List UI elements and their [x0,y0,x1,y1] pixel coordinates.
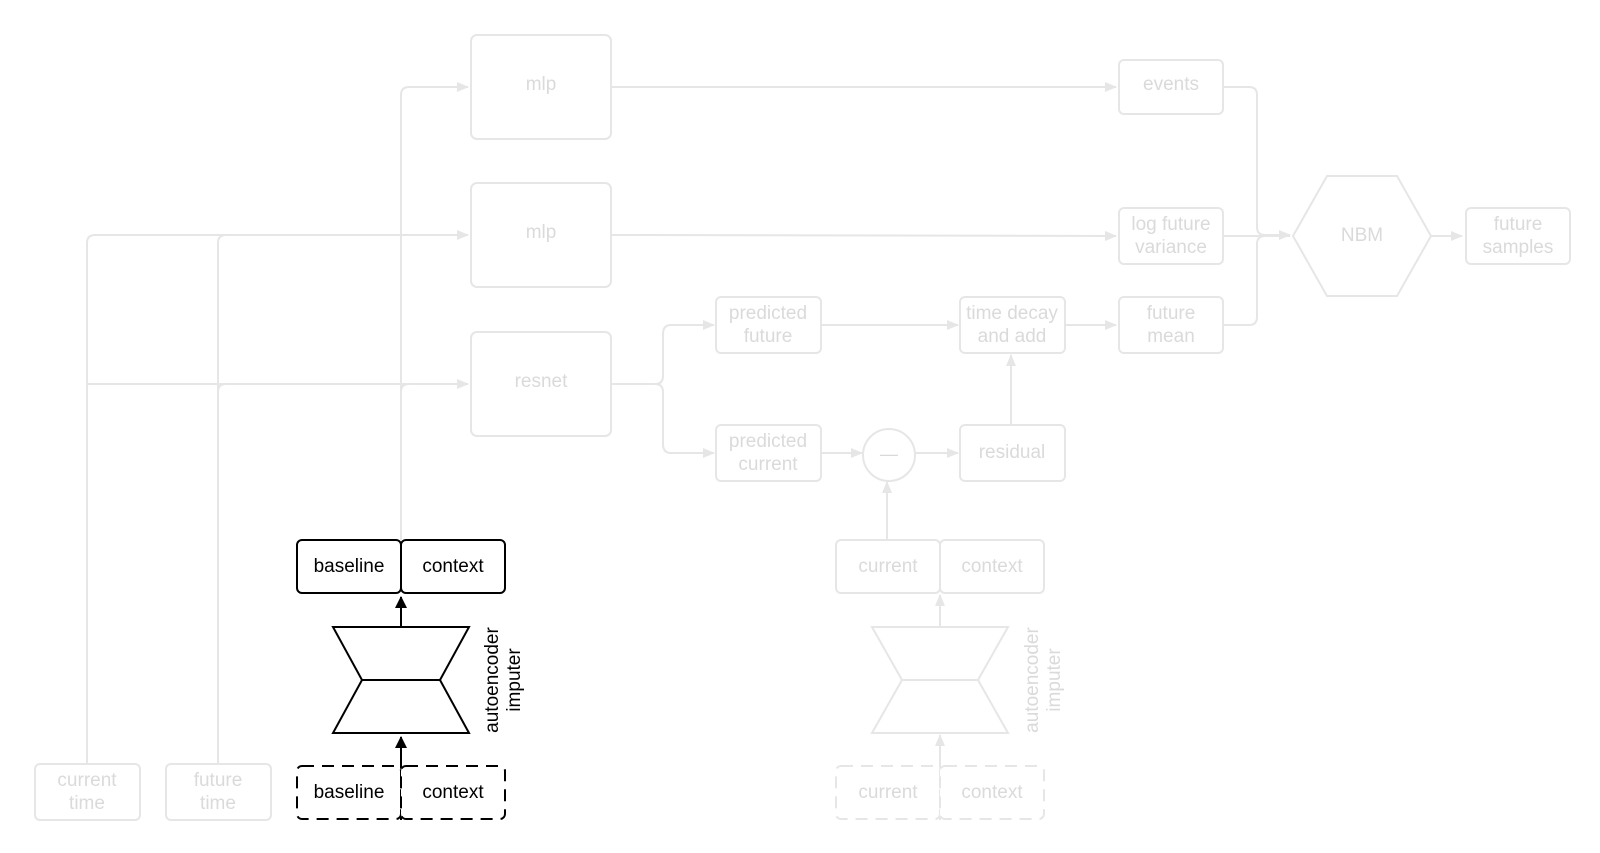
right-output-current-label: current [858,556,918,577]
right-input-current-label: current [858,782,918,803]
future-time-label-1: future [194,770,243,791]
active-nodes [296,539,506,820]
future-time-label-2: time [200,793,236,814]
right-imputer-label: autoencoder imputer [1022,627,1065,733]
future-time-box [165,763,272,821]
future-mean-label-2: mean [1147,326,1195,347]
right-output-context-label: context [961,556,1023,577]
resnet-label: resnet [515,371,569,392]
edge-to-predicted-future [654,320,715,385]
residual-box [959,424,1066,482]
left-input-baseline-label: baseline [314,782,385,803]
predicted-current-label-1: predicted [729,431,807,452]
right-output-context-box [939,539,1045,594]
nbm-hexagon [1291,175,1433,297]
left-imputer-top [331,626,471,681]
right-imputer-bottom [870,679,1010,734]
current-time-box [34,763,141,821]
future-samples-box [1465,207,1571,265]
predicted-current-label-2: current [738,454,798,475]
log-variance-label-2: variance [1135,237,1207,258]
left-imputer-label-1: autoencoder [482,627,503,733]
edge-current-time-up [86,230,469,764]
future-mean-box [1118,296,1224,354]
nbm-label: NBM [1341,225,1383,246]
log-variance-label-1: log future [1131,214,1210,235]
left-output-context-box [400,539,506,594]
edge-to-mlp-top [400,82,469,540]
left-output-baseline-label: baseline [314,556,385,577]
resnet-box [470,331,612,437]
right-imputer-label-2: imputer [1044,648,1065,712]
time-decay-box [959,296,1066,354]
current-time-label-1: current [57,770,117,791]
events-box [1118,59,1224,115]
predicted-future-label-2: future [744,326,793,347]
right-imputer-top [870,626,1010,681]
current-time-label-2: time [69,793,105,814]
edge-events-nbm [1223,86,1291,240]
residual-label: residual [979,442,1046,463]
edge-baseline-resnet [400,383,410,540]
edge-mean-nbm [1223,235,1266,326]
left-input-context-box [400,765,506,820]
time-decay-label-1: time decay [966,303,1058,324]
mlp-mid-label: mlp [526,222,557,243]
edge-future-time-resnet [217,383,227,393]
predicted-future-label-1: predicted [729,303,807,324]
left-output-context-label: context [422,556,484,577]
mlp-top-box [470,34,612,140]
edge-to-predicted-current [654,383,715,458]
right-input-context-box [939,765,1045,820]
predicted-future-box [715,296,822,354]
right-imputer-label-1: autoencoder [1022,627,1043,733]
faded-connectors [86,82,1463,820]
mlp-top-label: mlp [526,74,557,95]
active-labels: baseline context baseline context autoen… [314,556,525,803]
log-variance-box [1118,207,1224,265]
left-imputer-label: autoencoder imputer [482,627,525,733]
left-imputer-bottom [331,679,471,734]
time-decay-label-2: and add [978,326,1047,347]
future-mean-label-1: future [1147,303,1196,324]
minus-circle [862,428,916,482]
mlp-mid-box [470,182,612,288]
faded-labels: mlp mlp resnet events log future varianc… [57,74,1553,814]
future-samples-label-1: future [1494,214,1543,235]
future-samples-label-2: samples [1483,237,1554,258]
left-input-context-label: context [422,782,484,803]
left-imputer-label-2: imputer [504,648,525,712]
right-input-context-label: context [961,782,1023,803]
events-label: events [1143,74,1199,95]
edge-mlp-variance [610,230,1117,241]
faded-nodes [34,34,1571,821]
edge-future-time-up [217,234,227,764]
minus-label: — [880,444,898,464]
predicted-current-box [715,424,822,482]
